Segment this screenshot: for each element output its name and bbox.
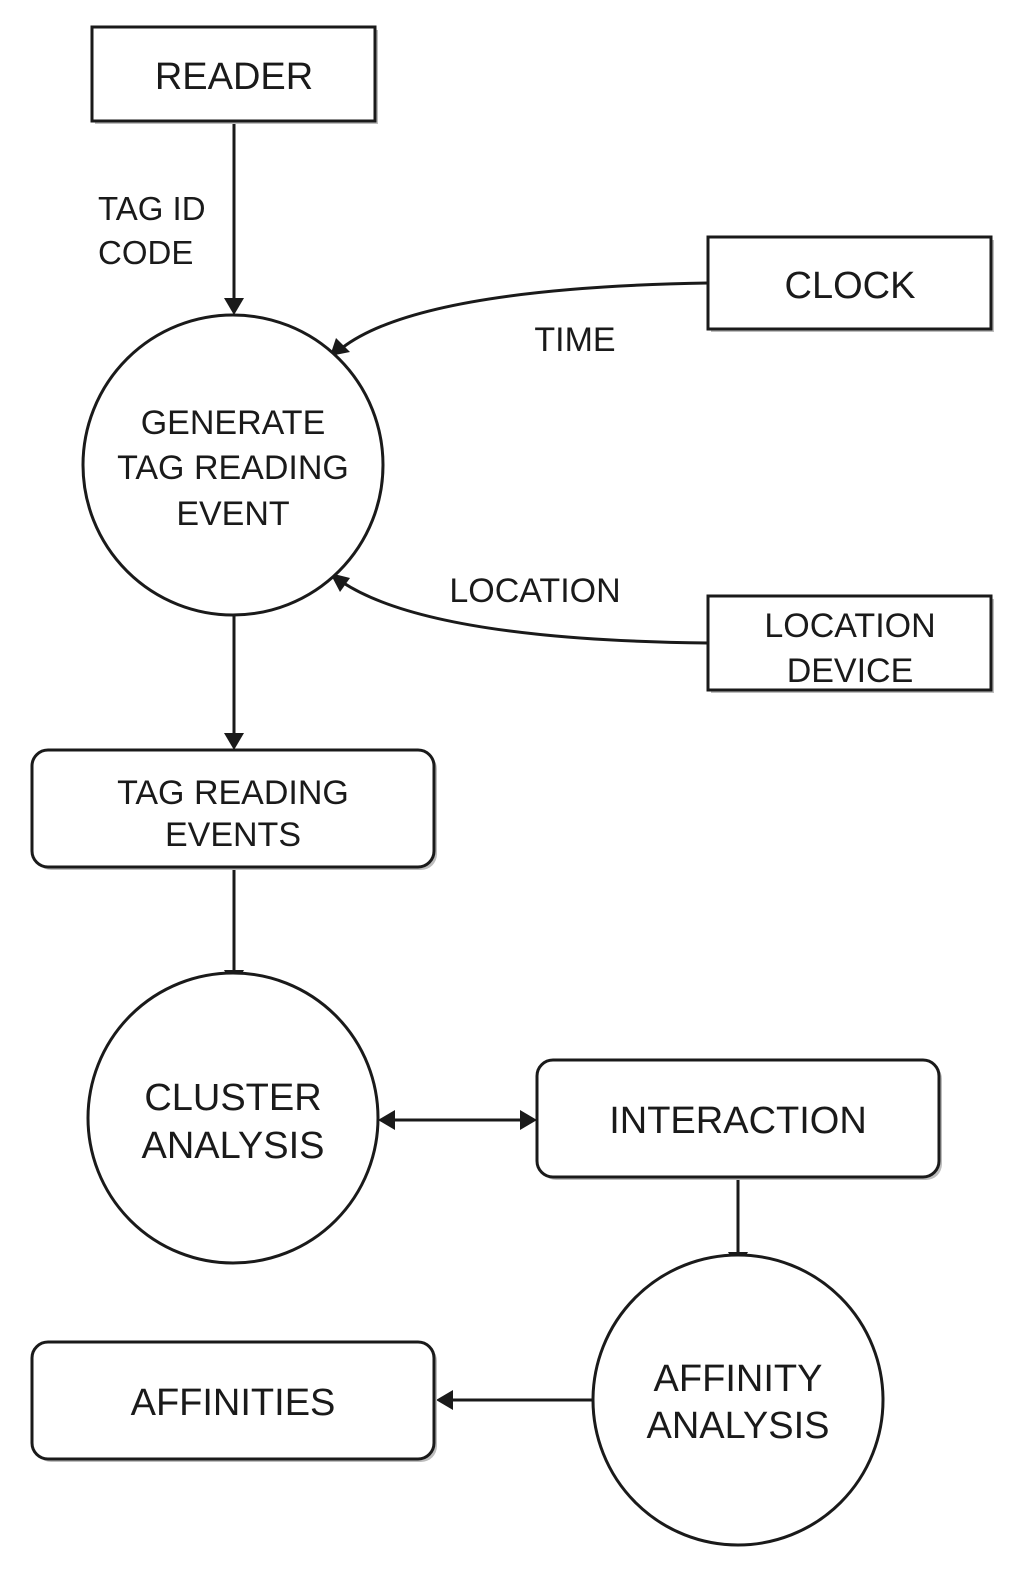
node-affinities-label: AFFINITIES xyxy=(131,1382,336,1424)
node-reader-label: READER xyxy=(155,56,313,98)
edge-affinity-to-affinities xyxy=(436,1390,594,1410)
node-generate-line1: GENERATE xyxy=(141,404,326,442)
node-cluster-line1: CLUSTER xyxy=(144,1077,321,1119)
edge-location-device-to-generate xyxy=(330,573,709,645)
node-affinities: AFFINITIES xyxy=(30,1340,437,1462)
node-interaction-label: INTERACTION xyxy=(609,1100,867,1142)
node-affinity-analysis: AFFINITY ANALYSIS xyxy=(591,1253,885,1547)
node-clock: CLOCK xyxy=(706,235,994,332)
node-reader: READER xyxy=(90,25,378,124)
edge-label-time: TIME xyxy=(534,321,615,359)
edge-label-tag-id: TAG ID xyxy=(98,190,206,227)
node-events-line2: EVENTS xyxy=(165,816,301,854)
edge-clock-to-generate xyxy=(330,281,709,356)
node-clock-label: CLOCK xyxy=(785,265,916,307)
node-location-device-line1: LOCATION xyxy=(764,607,935,645)
edge-events-to-cluster xyxy=(224,867,244,987)
edge-generate-to-events xyxy=(224,616,244,750)
node-interaction: INTERACTION xyxy=(535,1058,942,1180)
node-events-line1: TAG READING xyxy=(117,774,349,812)
node-generate-line2: TAG READING xyxy=(117,449,349,487)
edge-cluster-interaction-bidirectional xyxy=(378,1110,537,1130)
node-generate-tag-reading-event: GENERATE TAG READING EVENT xyxy=(81,313,385,617)
edge-label-code: CODE xyxy=(98,234,193,271)
edge-label-location: LOCATION xyxy=(449,572,620,610)
node-affinity-line1: AFFINITY xyxy=(654,1358,823,1400)
node-location-device: LOCATION DEVICE xyxy=(706,594,994,693)
node-generate-line3: EVENT xyxy=(176,495,289,533)
node-cluster-line2: ANALYSIS xyxy=(141,1125,324,1167)
node-affinity-line2: ANALYSIS xyxy=(646,1405,829,1447)
edge-reader-to-generate xyxy=(224,122,244,315)
node-tag-reading-events: TAG READING EVENTS xyxy=(30,748,437,870)
node-location-device-line2: DEVICE xyxy=(787,652,914,690)
node-cluster-analysis: CLUSTER ANALYSIS xyxy=(86,971,380,1265)
